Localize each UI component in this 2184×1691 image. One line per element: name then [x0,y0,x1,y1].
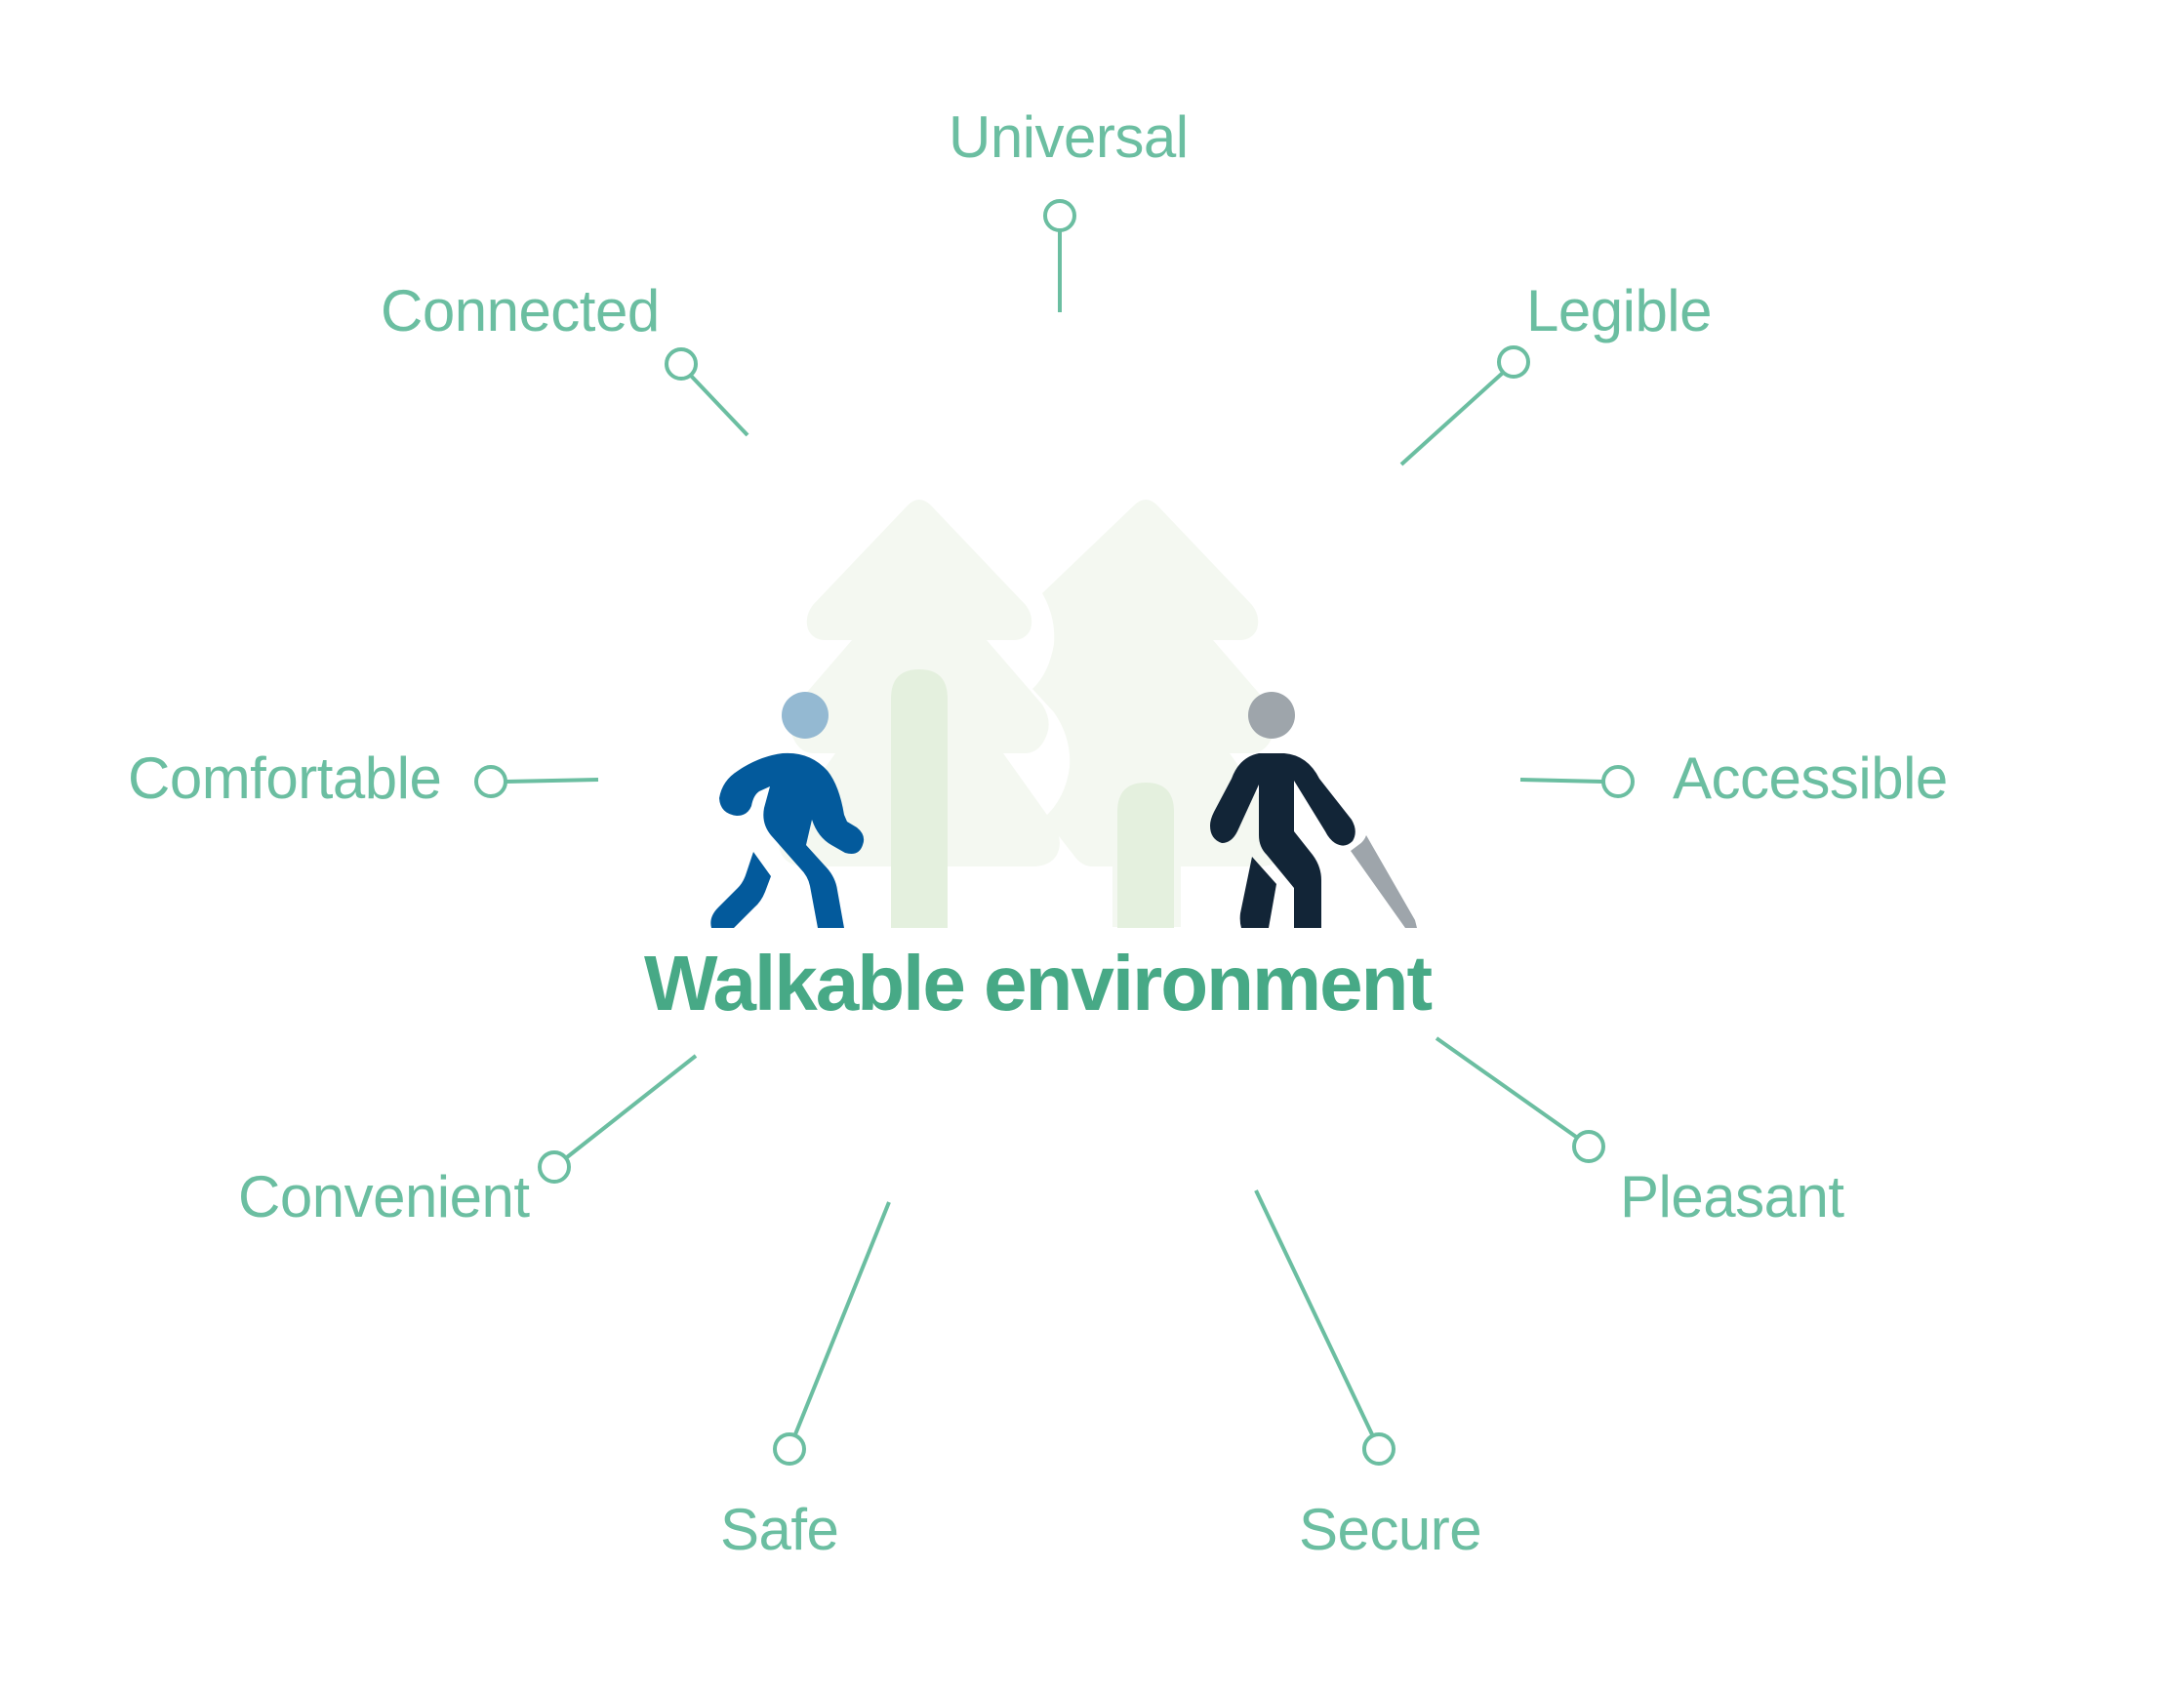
connectors [474,199,1635,1466]
circle-node-icon [1572,1130,1605,1163]
pedestrian-with-cane-icon [1210,692,1417,928]
cane-user-body [1210,753,1355,928]
connector-safe [773,1201,891,1466]
diagram-title: Walkable environment [644,940,1433,1027]
walker-body [719,752,865,928]
label-comfortable: Comfortable [128,745,442,811]
label-secure: Secure [1299,1497,1482,1562]
tree-right-trunk [1117,783,1174,928]
cane-icon [1351,835,1417,928]
walker-head [782,692,829,739]
circle-node-icon [1043,199,1076,232]
circle-node-icon [1601,765,1635,798]
circle-node-icon [538,1150,571,1184]
connector-connected [665,347,749,437]
label-pleasant: Pleasant [1620,1164,1844,1229]
label-accessible: Accessible [1673,745,1948,811]
connector-universal [1043,199,1076,312]
label-convenient: Convenient [238,1164,530,1229]
circle-node-icon [474,765,507,798]
connector-pleasant [1435,1036,1605,1163]
connector-secure [1254,1189,1395,1466]
circle-node-icon [665,347,698,381]
circle-node-icon [1362,1432,1395,1466]
connector-convenient [538,1054,698,1184]
tree-left-trunk [891,669,948,928]
pine-trees-icon [779,500,1286,928]
label-universal: Universal [949,104,1189,170]
connector-legible [1399,345,1530,466]
connector-comfortable [474,765,599,798]
cane-user-head [1248,692,1295,739]
label-safe: Safe [720,1497,839,1562]
circle-node-icon [1497,345,1530,379]
connector-accessible [1519,765,1635,798]
label-connected: Connected [381,278,660,343]
cane-user-back-leg [1239,857,1276,928]
circle-node-icon [773,1432,806,1466]
label-legible: Legible [1526,278,1713,343]
pedestrian-walking-icon [710,692,865,928]
walker-back-leg [710,852,771,928]
